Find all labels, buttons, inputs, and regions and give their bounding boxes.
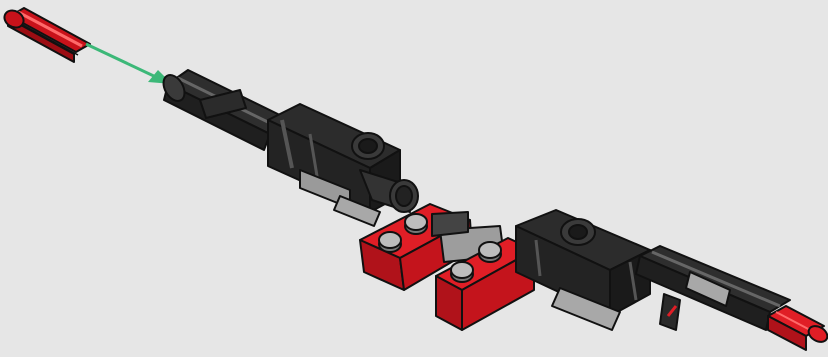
- assembly-illustration: [0, 0, 828, 357]
